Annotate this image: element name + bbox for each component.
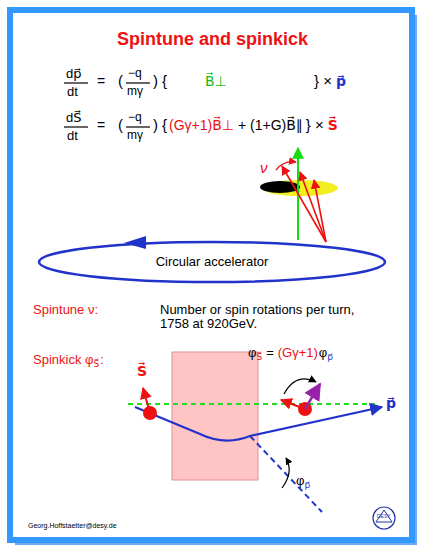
brace: { <box>162 73 167 90</box>
spinkick-sketch-part <box>282 458 289 488</box>
derivative-denominator: dt <box>67 85 78 99</box>
subscript: S⃗ <box>256 353 262 363</box>
term-heading: : <box>100 353 104 367</box>
bracket: ( <box>118 117 123 134</box>
bracket: ) <box>153 117 158 134</box>
spinning-disc-part <box>282 166 326 242</box>
ring-ellipse <box>39 242 385 282</box>
brace: { <box>162 117 167 134</box>
desy-logo-part <box>376 510 392 522</box>
fraction-bars-part <box>64 82 88 83</box>
mass-denominator: mγ <box>127 85 143 98</box>
spinkick-sketch-part <box>284 379 316 394</box>
ring-label: Circular accelerator <box>156 255 269 269</box>
spinning-disc-part <box>276 162 296 170</box>
slide-frame-part <box>10 10 412 540</box>
spinkick-sketch-part <box>135 407 382 441</box>
spinning-disc <box>260 148 338 242</box>
field-term: + (1+G)B⃗∥ <box>238 118 303 133</box>
spinkick-sketch-part <box>128 403 375 405</box>
magnet-box-part <box>172 352 258 480</box>
field-term: (Gγ+1)B⃗⊥ <box>169 118 234 133</box>
equals-sign: = <box>266 346 274 360</box>
magnet-box <box>172 352 258 480</box>
spin-vector: S⃗ <box>328 118 338 133</box>
term-heading: Spintune ν: <box>33 303 98 317</box>
slide-title: Spintune and spinkick <box>0 30 425 50</box>
desy-logo <box>373 507 395 529</box>
fraction-bars-part <box>126 82 150 83</box>
term-definition: Number or spin rotations per turn, 1758 … <box>160 303 375 332</box>
spinkick-sketch-part <box>305 384 320 409</box>
mass-denominator: mγ <box>127 129 143 142</box>
formula-factor: (Gγ+1) <box>278 346 318 360</box>
spin-label: S⃗ <box>137 364 147 379</box>
momentum-label: p⃗ <box>386 396 396 411</box>
spinkick-sketch-part <box>250 436 322 512</box>
spinning-disc-part <box>314 180 326 242</box>
momentum-vector: p⃗ <box>336 74 346 89</box>
fraction-bars-part <box>64 126 88 127</box>
bracket: ( <box>118 73 123 90</box>
charge-numerator: −q <box>128 67 142 80</box>
charge-numerator: −q <box>128 111 142 124</box>
author-email: Georg.Hoffstaetter@desy.de <box>28 522 117 530</box>
derivative-numerator: dp⃗ <box>66 67 81 81</box>
equals-sign: = <box>97 74 105 89</box>
fraction-bars <box>64 83 150 127</box>
term-heading: Spinkick φ <box>33 353 93 367</box>
fraction-bars-part <box>126 126 150 127</box>
bracket: ) <box>153 73 158 90</box>
spinkick-sketch-part <box>143 388 150 413</box>
accelerator-ring: Circular accelerator <box>37 240 387 284</box>
desy-logo-part <box>373 507 395 529</box>
cross-product: } × <box>306 117 324 134</box>
logo-text: DESY <box>377 514 391 520</box>
formula-symbol: φ <box>319 346 327 360</box>
spintune-symbol: ν <box>260 160 268 177</box>
formula-symbol: φ <box>248 346 256 360</box>
spinning-disc-part <box>300 172 326 242</box>
derivative-denominator: dt <box>67 129 78 143</box>
subscript: p⃗ <box>304 481 310 491</box>
subscript: S⃗ <box>93 360 99 370</box>
angle-label: φ <box>296 474 304 488</box>
derivative-numerator: dS⃗ <box>66 111 81 125</box>
spinkick-sketch <box>128 379 382 512</box>
subscript: p⃗ <box>327 353 333 363</box>
equals-sign: = <box>97 118 105 133</box>
field-term: B⃗⊥ <box>205 74 227 89</box>
cross-product: } × <box>314 73 332 90</box>
slide-frame <box>10 10 417 545</box>
spinkick-sketch-part <box>281 400 305 409</box>
